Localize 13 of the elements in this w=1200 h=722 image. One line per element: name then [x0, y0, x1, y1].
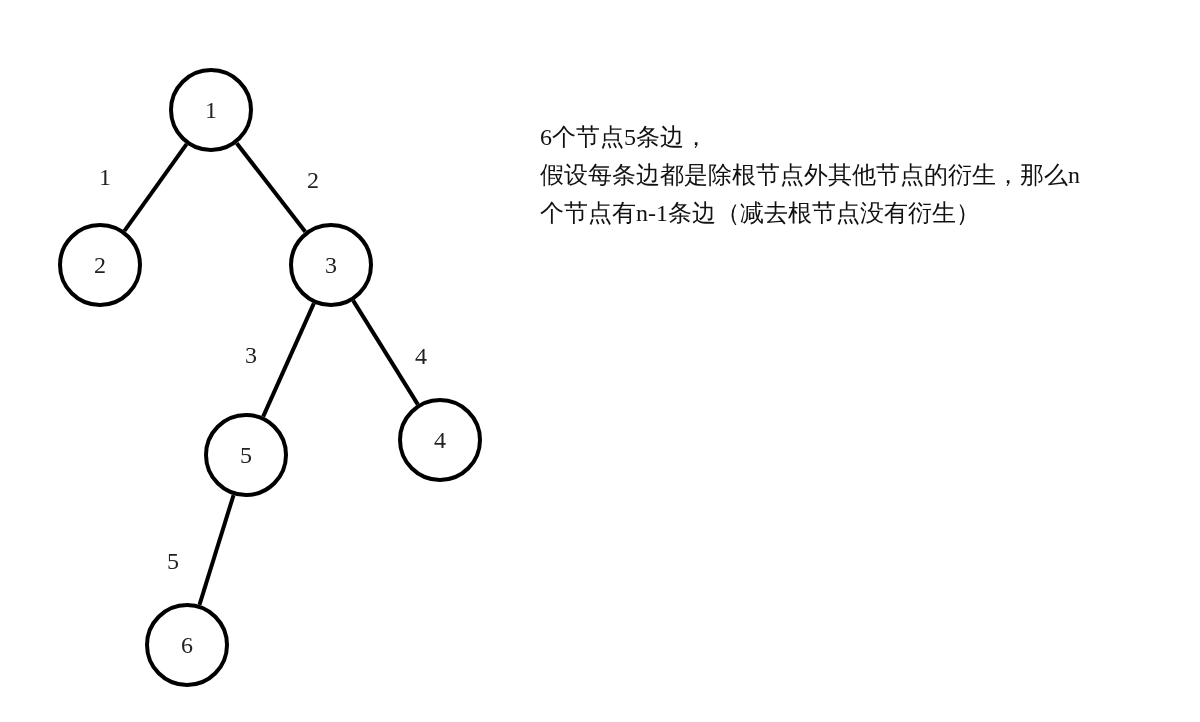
node-number: 2: [94, 253, 106, 277]
note-text: 假设每条边都是除根节点外其他节点的衍生，那么n个节点有n-1条边（减去根节点没有衍生）: [540, 161, 1081, 228]
node-number: 3: [325, 253, 337, 277]
node-number: 1: [205, 98, 217, 122]
connector-line: [197, 494, 236, 606]
note-text: 6个节点5条边，: [540, 123, 709, 152]
node-number: 5: [240, 443, 252, 467]
connector-line: [122, 143, 189, 232]
connector-line: [351, 299, 420, 406]
node-number: 6: [181, 633, 193, 657]
node-number: 4: [434, 428, 446, 452]
connector-line: [261, 302, 316, 418]
connector-line: [235, 142, 307, 233]
